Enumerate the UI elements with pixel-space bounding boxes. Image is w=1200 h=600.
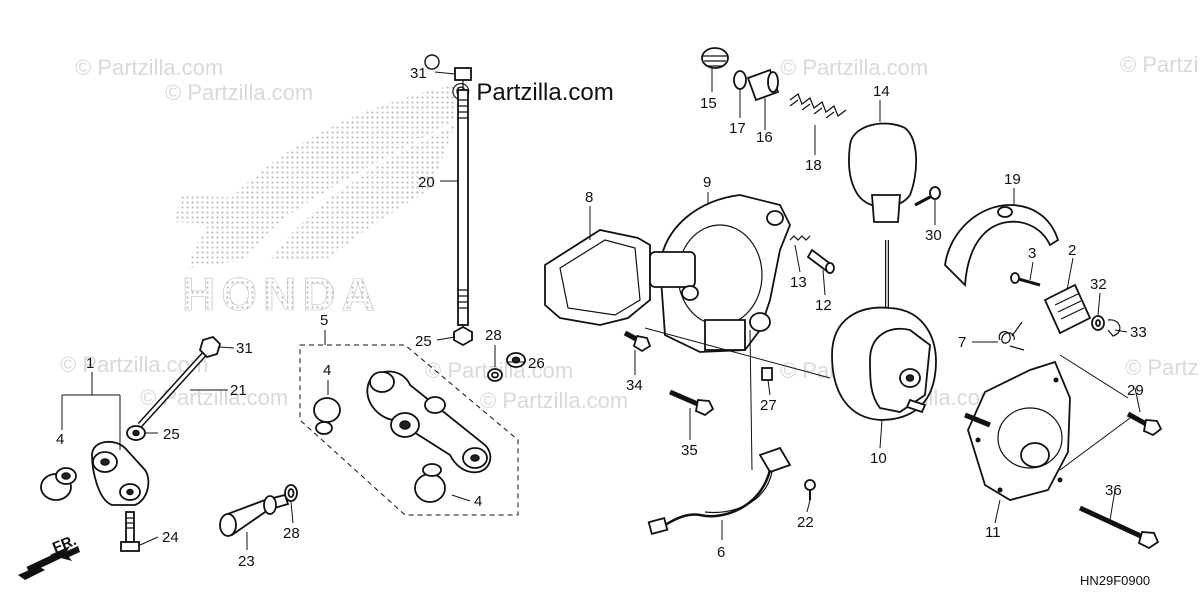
callout-13: 13: [790, 274, 807, 291]
callout-2: 2: [1068, 242, 1076, 259]
main-watermark-text: © Partzilla.com: [452, 79, 614, 106]
screw-part-3: [1010, 272, 1041, 287]
honda-logo: HONDA: [175, 85, 455, 320]
washer-part-32: [1091, 315, 1105, 331]
callout-17: 17: [729, 120, 746, 137]
callout-34: 34: [626, 377, 643, 394]
leader-lines: [61, 68, 1141, 550]
callout-23: 23: [238, 553, 255, 570]
callout-36: 36: [1105, 482, 1122, 499]
housing-part-9: [649, 194, 791, 353]
callout-27: 27: [760, 397, 777, 414]
callout-32: 32: [1090, 276, 1107, 293]
callout-4-left: 4: [56, 431, 64, 448]
spring-part-18: [789, 93, 847, 119]
callout-28-left: 28: [283, 525, 300, 542]
watermark: © Partzilla.com: [1125, 355, 1200, 380]
callout-24: 24: [162, 529, 179, 546]
callout-11: 11: [985, 524, 1001, 541]
callout-16: 16: [756, 129, 773, 146]
plate-part-11: [964, 360, 1071, 501]
callout-29: 29: [1127, 382, 1144, 399]
callout-18: 18: [805, 157, 822, 174]
callout-4-bottom: 4: [474, 493, 482, 510]
callout-12: 12: [815, 297, 832, 314]
callout-1: 1: [86, 355, 94, 372]
screw-part-30: [914, 186, 941, 207]
callout-28-center: 28: [485, 327, 502, 344]
watermark: © Partzilla.com: [480, 388, 628, 413]
pivot-part-23: [219, 493, 290, 537]
bolt-part-34: [623, 330, 652, 353]
callout-30: 30: [925, 227, 942, 244]
bolt-part-36: [1078, 505, 1160, 550]
callout-25-left: 25: [163, 426, 180, 443]
callout-21: 21: [230, 382, 247, 399]
plunger-part-12: [806, 248, 835, 274]
drum-part-10: [831, 240, 937, 421]
callout-33: 33: [1130, 324, 1147, 341]
cap-part-4-left: [40, 467, 77, 501]
callout-6: 6: [717, 544, 725, 561]
washer-part-28-left: [284, 484, 298, 502]
callout-19: 19: [1004, 171, 1021, 188]
bracket-part-8: [544, 229, 651, 326]
washer-part-28-center: [487, 368, 503, 382]
spring-part-7: [998, 321, 1025, 351]
callout-labels: 31 20 25 28 26 31 21 25 1 4 24 5 4 4 23 …: [56, 65, 1147, 570]
main-watermark: © Partzilla.com: [424, 54, 614, 106]
knob-part-14: [848, 122, 918, 223]
harness-part-6: [647, 446, 792, 535]
bolt-part-21: [126, 335, 222, 441]
callout-31-left: 31: [236, 340, 253, 357]
plate-part-2: [1043, 283, 1092, 335]
callout-31-top: 31: [410, 65, 427, 82]
bolt-part-24: [120, 511, 140, 552]
diagram-code: HN29F0900: [1080, 573, 1150, 588]
callout-35: 35: [681, 442, 698, 459]
cap-part-15: [701, 47, 729, 69]
watermark: © Partzilla.com: [780, 55, 928, 80]
callout-8: 8: [585, 189, 593, 206]
screw-part-22: [804, 479, 816, 500]
callout-14: 14: [873, 83, 890, 100]
stud-part-20: [453, 67, 473, 347]
bolt-part-29: [1126, 411, 1163, 437]
clip-part-33: [1107, 319, 1121, 337]
callout-4-linkage: 4: [323, 362, 331, 379]
watermark: © Partzilla.com: [1120, 52, 1200, 77]
callout-25-center: 25: [415, 333, 432, 350]
bushing-part-16: [746, 68, 780, 102]
callout-10: 10: [870, 450, 887, 467]
callout-22: 22: [797, 514, 814, 531]
cap-part-4-linkage-a: [313, 397, 341, 435]
callout-20: 20: [418, 174, 435, 191]
front-arrow-icon: FR.: [18, 532, 80, 580]
callout-15: 15: [700, 95, 717, 112]
watermark: © Partzilla.com: [75, 55, 223, 80]
linkage-part-5: [299, 344, 519, 516]
watermark: © Partzilla.com: [165, 80, 313, 105]
cap-part-4-linkage-b: [414, 463, 446, 503]
plug-part-27: [761, 367, 773, 381]
callout-26: 26: [528, 355, 545, 372]
honda-logo-text: HONDA: [182, 268, 381, 320]
callout-5: 5: [320, 312, 328, 329]
callout-3: 3: [1028, 245, 1036, 262]
bolt-part-35: [669, 389, 715, 417]
callout-9: 9: [703, 174, 711, 191]
callout-7: 7: [958, 334, 966, 351]
spring-part-13: [789, 235, 811, 241]
cover-part-19: [944, 204, 1060, 288]
oring-part-17: [733, 70, 747, 90]
washer-part-26: [506, 352, 526, 368]
clamp-part-1: [91, 440, 150, 506]
